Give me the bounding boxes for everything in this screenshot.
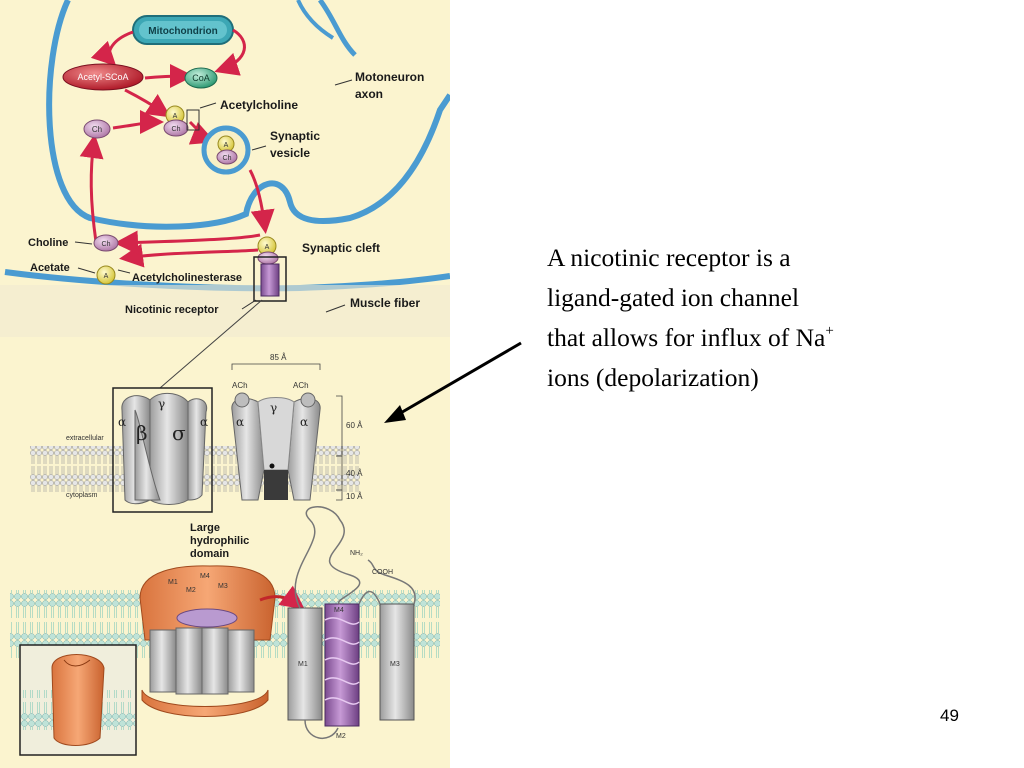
m2-helix (324, 603, 360, 727)
nh2-label: NH₂ (350, 550, 363, 557)
slide-body-text: A nicotinic receptor is a ligand-gated i… (547, 238, 967, 398)
dim-40-label: 40 Å (346, 469, 363, 478)
m1-label: M1 (298, 661, 308, 668)
pointer-arrow (384, 341, 522, 423)
ch-label: Ch (172, 126, 181, 133)
text-line-4: ions (depolarization) (547, 363, 759, 392)
text-line-1: A nicotinic receptor is a (547, 243, 791, 272)
ach-left-label: ACh (232, 381, 248, 390)
m2-top-label: M2 (186, 587, 196, 594)
acetate-label: Acetate (30, 262, 70, 274)
acetylcholine-molecule: A Ch (163, 105, 189, 137)
width-dimension-label: 85 Å (270, 353, 287, 362)
large-domain-label-2: hydrophilic (190, 535, 249, 547)
a-label: A (173, 113, 178, 120)
acetyl-scoa-label: Acetyl-SCoA (77, 72, 128, 82)
m2-label: M2 (336, 733, 346, 740)
large-domain-label-3: domain (190, 548, 229, 560)
m3-top-label: M3 (218, 583, 228, 590)
ch-label: Ch (92, 125, 102, 134)
m1-helix (287, 607, 323, 721)
synaptic-cleft-label: Synaptic cleft (302, 241, 380, 255)
motoneuron-label-2: axon (355, 87, 383, 101)
a-label: A (265, 244, 270, 251)
synapse-panel: Mitochondrion Acetyl-SCoA CoA Ch A Ch Ac… (0, 0, 450, 337)
ch-label: Ch (102, 241, 111, 248)
mitochondrion-label: Mitochondrion (148, 26, 217, 37)
ch-label: Ch (223, 155, 232, 162)
motoneuron-label-1: Motoneuron (355, 70, 424, 84)
delta-label: σ (172, 421, 186, 445)
extracellular-label: extracellular (66, 435, 104, 442)
alpha-label: α (118, 415, 126, 429)
coa-molecule (184, 67, 218, 89)
nicotinic-receptor-label: Nicotinic receptor (125, 304, 219, 316)
gamma-label: γ (270, 401, 277, 415)
synaptic-vesicle-label-1: Synaptic (270, 129, 320, 143)
m4-label: M4 (334, 607, 344, 614)
text-line-3: that allows for influx of Na+ (547, 318, 967, 358)
alpha-label: α (300, 415, 308, 429)
choline-molecule (83, 119, 111, 139)
alpha-label: α (236, 415, 244, 429)
sodium-superscript: + (825, 323, 834, 339)
large-domain-label-1: Large (190, 522, 220, 534)
alpha-label: α (200, 415, 208, 429)
text-line-2: ligand-gated ion channel (547, 283, 800, 312)
m1-top-label: M1 (168, 579, 178, 586)
page-number: 49 (940, 706, 959, 725)
orange-receptor-top (139, 565, 276, 641)
beta-label: β (136, 421, 148, 445)
ach-right-label: ACh (293, 381, 309, 390)
m4-top-label: M4 (200, 573, 210, 580)
acetylcholinesterase-label: Acetylcholinesterase (132, 272, 242, 284)
receptor-structure-panel: extracellular cytoplasm α γ α β σ ACh AC… (30, 353, 363, 513)
acetylcholine-label: Acetylcholine (220, 98, 298, 112)
text-line-3-main: that allows for influx of Na (547, 323, 826, 352)
muscle-fiber-label: Muscle fiber (350, 296, 420, 310)
acetyl-scoa-molecule (62, 63, 144, 91)
choline-label: Choline (28, 237, 68, 249)
a-label: A (104, 273, 109, 280)
cytoplasm-label: cytoplasm (66, 492, 98, 499)
dim-10-label: 10 Å (346, 492, 363, 501)
topology-panel: Large hydrophilic domain M1 M4 M2 M3 M1 … (10, 506, 440, 756)
axon-membrane (46, 0, 450, 230)
nicotinic-receptor-diagram: Mitochondrion Acetyl-SCoA CoA Ch A Ch Ac… (0, 0, 450, 768)
m3-label: M3 (390, 661, 400, 668)
cooh-label: COOH (372, 569, 393, 576)
gamma-label: γ (158, 397, 165, 411)
m3-helix (379, 603, 415, 721)
coa-label: CoA (192, 73, 210, 83)
dim-60-label: 60 Å (346, 421, 363, 430)
a-label: A (224, 142, 229, 149)
synaptic-vesicle-label-2: vesicle (270, 146, 310, 160)
nicotinic-receptor-box (253, 256, 287, 302)
zoom-box (112, 387, 213, 513)
